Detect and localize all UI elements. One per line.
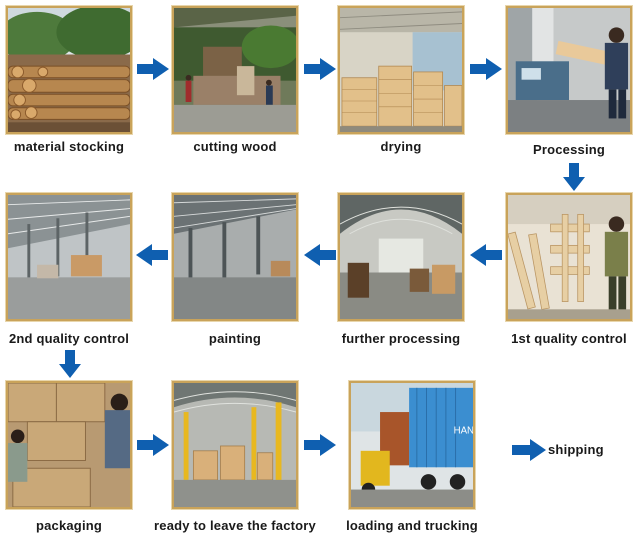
arrow-down-icon: [563, 163, 585, 191]
label-first-quality-control: 1st quality control: [511, 331, 627, 346]
arrow-right-icon: [512, 439, 546, 461]
photo-ready-to-leave: [172, 381, 298, 509]
photo-packaging: [6, 381, 132, 509]
container-sign: HAN: [454, 425, 473, 436]
arrow-left-icon: [136, 244, 168, 266]
label-drying: drying: [380, 139, 422, 154]
label-packaging: packaging: [35, 518, 103, 533]
label-cutting-wood: cutting wood: [193, 139, 277, 154]
photo-loading-and-trucking: HAN: [349, 381, 475, 509]
label-further-processing: further processing: [341, 331, 461, 346]
photo-drying: [338, 6, 464, 134]
arrow-right-icon: [304, 434, 336, 456]
photo-first-quality-control: [506, 193, 632, 321]
photo-further-processing: [338, 193, 464, 321]
arrow-right-icon: [304, 58, 336, 80]
label-ready-to-leave: ready to leave the factory: [154, 518, 316, 533]
label-processing: Processing: [532, 142, 606, 157]
arrow-right-icon: [137, 58, 169, 80]
arrow-right-icon: [137, 434, 169, 456]
arrow-left-icon: [304, 244, 336, 266]
label-second-quality-control: 2nd quality control: [8, 331, 130, 346]
arrow-right-icon: [470, 58, 502, 80]
photo-painting: [172, 193, 298, 321]
arrow-down-icon: [59, 350, 81, 378]
photo-second-quality-control: [6, 193, 132, 321]
label-shipping: shipping: [548, 442, 604, 457]
label-material-stocking: material stocking: [13, 139, 125, 154]
arrow-left-icon: [470, 244, 502, 266]
photo-processing: [506, 6, 632, 134]
label-loading-and-trucking: loading and trucking: [346, 518, 478, 533]
photo-cutting-wood: [172, 6, 298, 134]
label-painting: painting: [208, 331, 262, 346]
photo-material-stocking: [6, 6, 132, 134]
